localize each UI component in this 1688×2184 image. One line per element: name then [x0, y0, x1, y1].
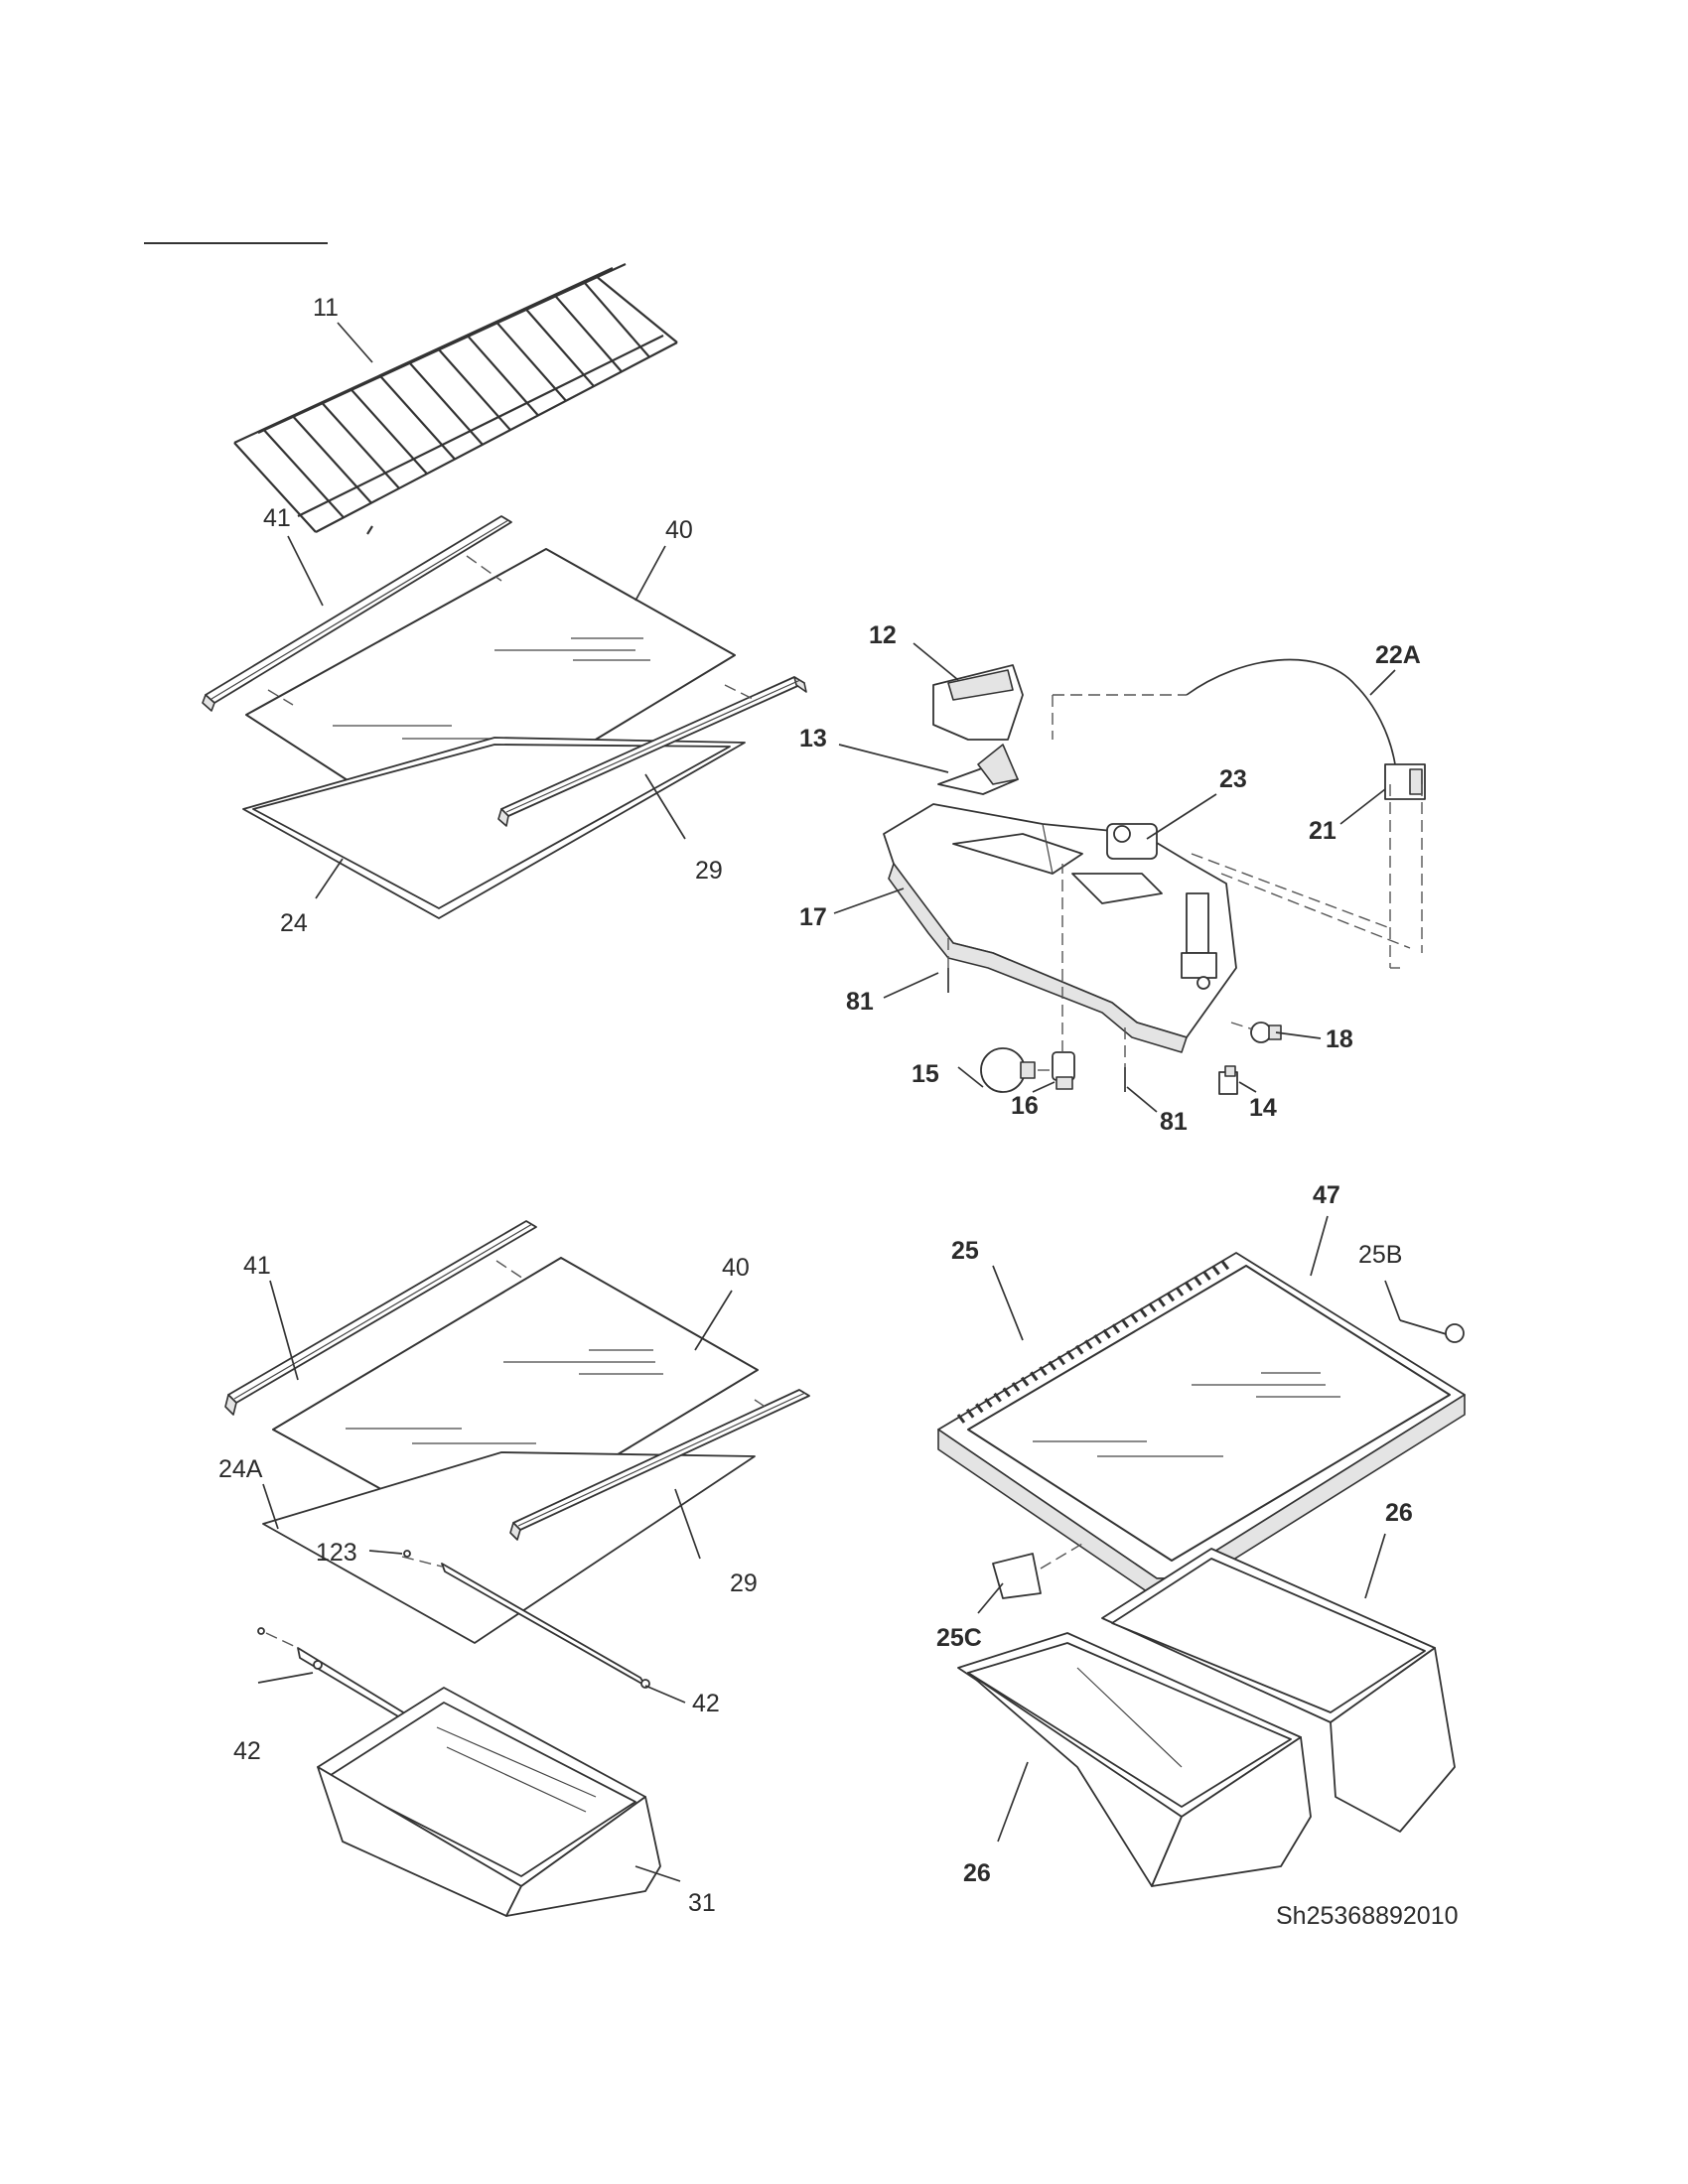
callout-15: 15 — [912, 1060, 939, 1088]
callout-24: 24 — [280, 909, 308, 937]
callout-18: 18 — [1326, 1025, 1353, 1053]
glass-shelf-lower — [224, 1220, 810, 1917]
callout-25: 25 — [951, 1237, 979, 1265]
callout-21: 21 — [1309, 817, 1336, 845]
callout-42-right: 42 — [692, 1690, 720, 1717]
callout-47: 47 — [1313, 1181, 1340, 1209]
callout-12: 12 — [869, 621, 897, 649]
glass-shelf-upper — [202, 515, 807, 919]
callout-labels: 11 41 40 29 24 12 22A 13 23 21 17 81 18 … — [218, 294, 1421, 1917]
callout-123: 123 — [316, 1539, 357, 1567]
callout-26-lower: 26 — [963, 1859, 991, 1887]
callout-22a: 22A — [1375, 641, 1421, 669]
callout-14: 14 — [1249, 1094, 1277, 1122]
callout-17: 17 — [799, 903, 827, 931]
callout-24a: 24A — [218, 1455, 263, 1483]
light-control-assembly — [883, 658, 1426, 1095]
callout-42-left: 42 — [233, 1737, 261, 1765]
callout-41-lower: 41 — [243, 1252, 271, 1280]
callout-81-lower: 81 — [1160, 1108, 1188, 1136]
callout-25c: 25C — [936, 1624, 982, 1652]
callout-40-lower: 40 — [722, 1254, 750, 1282]
diagram-id: Sh25368892010 — [1276, 1902, 1459, 1930]
leader-lines — [257, 322, 1401, 1882]
callout-40: 40 — [665, 516, 693, 544]
callout-81-upper: 81 — [846, 988, 874, 1016]
callout-25b: 25B — [1358, 1241, 1402, 1269]
callout-31: 31 — [688, 1889, 716, 1917]
callout-16: 16 — [1011, 1092, 1039, 1120]
callout-13: 13 — [799, 725, 827, 752]
callout-41: 41 — [263, 504, 291, 532]
callout-26-upper: 26 — [1385, 1499, 1413, 1527]
callout-11: 11 — [313, 294, 339, 322]
callout-29-lower: 29 — [730, 1570, 758, 1597]
callout-23: 23 — [1219, 765, 1247, 793]
crisper-assembly — [937, 1252, 1466, 1887]
callout-29: 29 — [695, 857, 723, 885]
wire-shelf — [233, 263, 678, 535]
